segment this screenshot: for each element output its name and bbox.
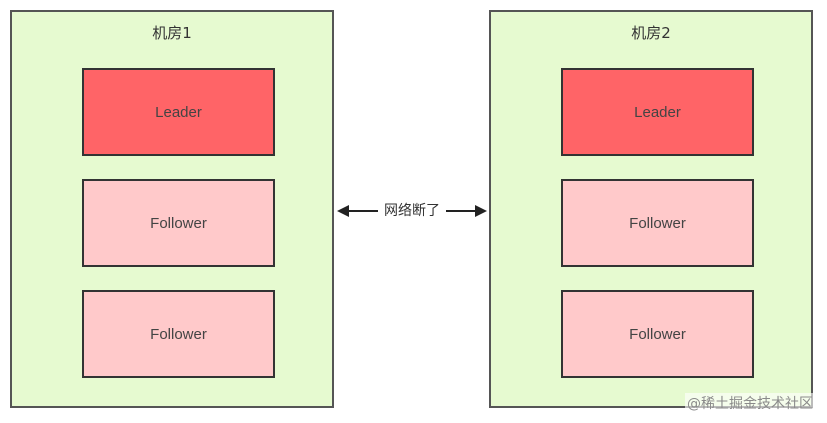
datacenter-1-leader-node: Leader: [82, 68, 275, 156]
datacenter-2-follower-node-1: Follower: [561, 179, 754, 267]
arrowhead-left-icon: [337, 205, 349, 217]
datacenter-2: 机房2 Leader Follower Follower: [489, 10, 813, 408]
datacenter-1-title: 机房1: [152, 24, 192, 42]
datacenter-2-leader-node: Leader: [561, 68, 754, 156]
datacenter-2-follower-node-2: Follower: [561, 290, 754, 378]
datacenter-1: 机房1 Leader Follower Follower: [10, 10, 334, 408]
network-link-label: 网络断了: [378, 202, 446, 220]
datacenter-1-follower-node-2: Follower: [82, 290, 275, 378]
watermark: @稀土掘金技术社区: [685, 393, 815, 413]
datacenter-2-title: 机房2: [631, 24, 671, 42]
arrowhead-right-icon: [475, 205, 487, 217]
datacenter-1-follower-node-1: Follower: [82, 179, 275, 267]
